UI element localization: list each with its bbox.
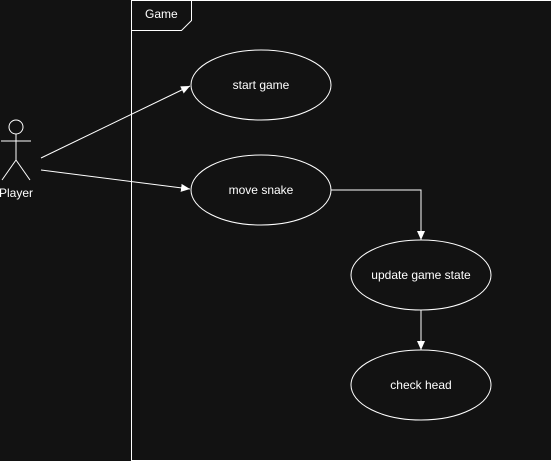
- use-case-move-snake[interactable]: move snake: [190, 154, 332, 226]
- frame-label: Game: [145, 7, 178, 21]
- actor-player[interactable]: Player: [0, 119, 33, 200]
- use-case-check-head[interactable]: check head: [350, 349, 492, 421]
- edge-move-snake-update-game-state[interactable]: [331, 189, 425, 240]
- use-case-label: update game state: [371, 268, 471, 282]
- use-case-label: start game: [233, 78, 290, 92]
- use-case-label: move snake: [229, 183, 294, 197]
- use-case-start-game[interactable]: start game: [190, 49, 332, 121]
- actor-right-leg: [15, 159, 31, 181]
- frame-label-tab: [131, 0, 192, 31]
- use-case-shape: [190, 154, 332, 226]
- connectors: [40, 85, 425, 350]
- edge-player-start-game[interactable]: [40, 85, 191, 159]
- use-case-update-game-state[interactable]: update game state: [350, 239, 492, 311]
- actor-left-leg: [1, 159, 17, 181]
- edge-player-move-snake[interactable]: [40, 169, 191, 192]
- actor-label: Player: [0, 186, 33, 200]
- actor-head: [8, 119, 24, 135]
- use-case-label: check head: [390, 378, 451, 392]
- use-case-shape: [350, 349, 492, 421]
- use-case-shape: [190, 49, 332, 121]
- use-case-shape: [350, 239, 492, 311]
